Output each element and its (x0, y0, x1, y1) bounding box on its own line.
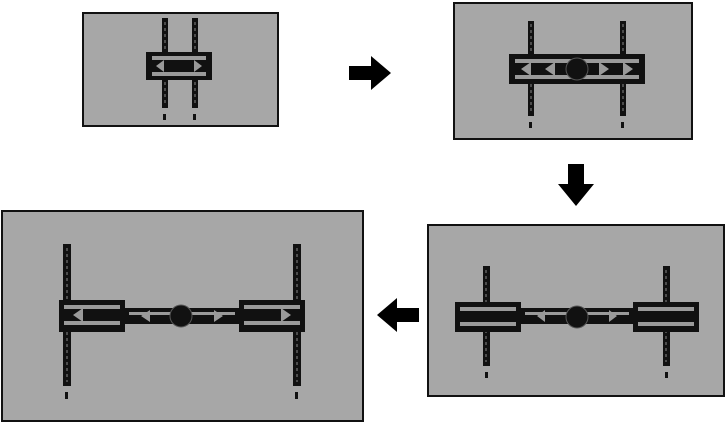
right-bracket (633, 302, 699, 332)
arrow-left-icon (377, 298, 419, 332)
mount-partial-drawing (509, 21, 645, 128)
arrow-down-icon (558, 164, 594, 206)
left-bracket (59, 300, 125, 332)
step-3-panel (427, 224, 725, 397)
step-4-panel (1, 210, 364, 422)
right-bracket (239, 300, 305, 332)
center-hub (565, 57, 589, 81)
left-bracket (455, 302, 521, 332)
step-2-panel (453, 2, 693, 140)
mount-collapsed-drawing (146, 18, 212, 120)
step-1-panel (82, 12, 279, 127)
mount-fully-extended-drawing (59, 244, 305, 399)
center-hub (169, 304, 193, 328)
arrow-right-icon (349, 56, 391, 90)
center-hub (565, 305, 589, 329)
mount-arms-extended-drawing (455, 266, 699, 378)
